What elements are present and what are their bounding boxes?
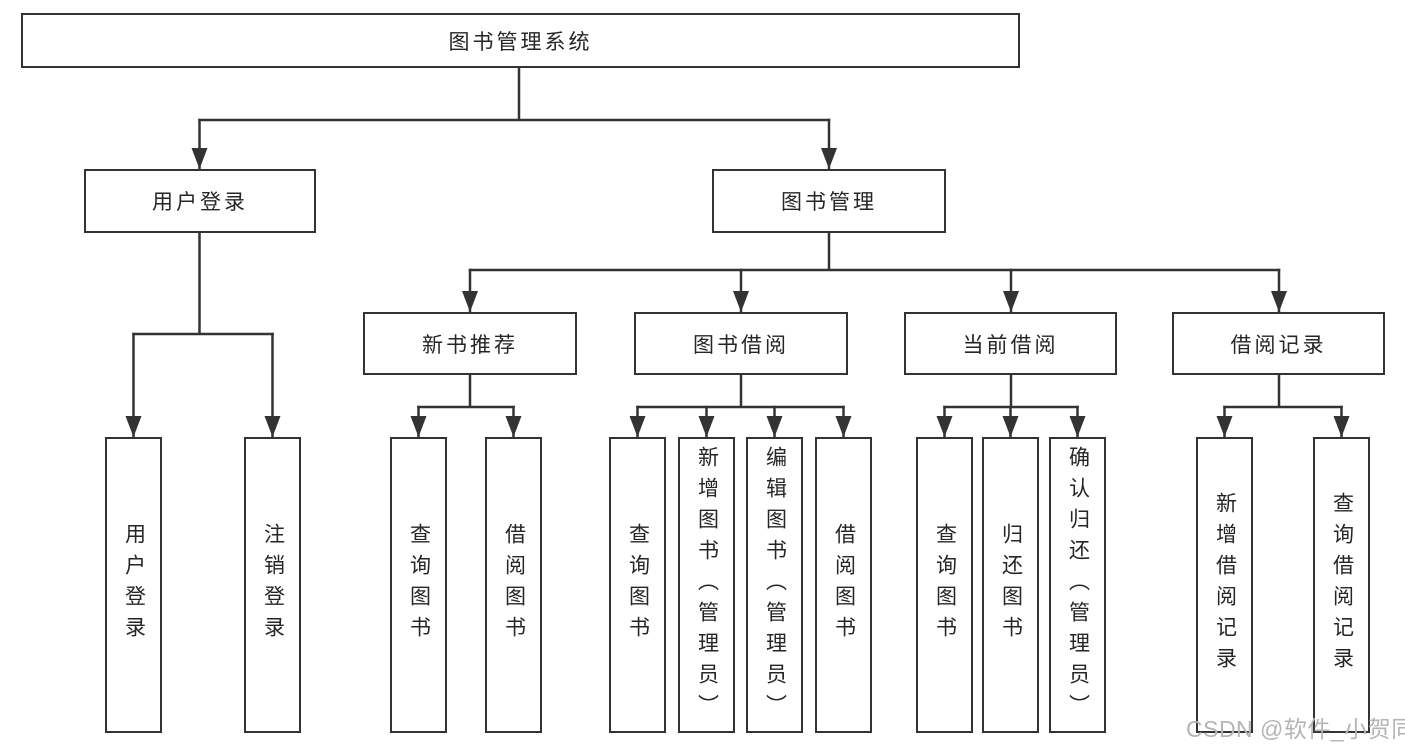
node-new-book-recommend: 新书推荐 xyxy=(363,312,577,375)
leaf-borrow-books: 借阅图书 xyxy=(815,437,872,733)
connector-new-book-children xyxy=(417,373,515,409)
leaf-query-books: 查询图书 xyxy=(609,437,666,733)
node-borrow-records: 借阅记录 xyxy=(1172,312,1385,375)
node-current-borrow: 当前借阅 xyxy=(904,312,1117,375)
node-book-management: 图书管理 xyxy=(712,169,946,233)
node-book-borrow: 图书借阅 xyxy=(634,312,848,375)
leaf-add-books-admin: 新增图书（管理员） xyxy=(678,437,735,733)
leaf-confirm-return-admin: 确认归还（管理员） xyxy=(1049,437,1106,733)
connector-borrow-records-children xyxy=(1223,373,1343,409)
leaf-edit-books-admin: 编辑图书（管理员） xyxy=(746,437,803,733)
node-user-login: 用户登录 xyxy=(84,169,316,233)
leaf-logout: 注销登录 xyxy=(244,437,301,733)
leaf-add-borrow-record: 新增借阅记录 xyxy=(1196,437,1253,733)
leaf-query-books: 查询图书 xyxy=(390,437,447,733)
leaf-query-books: 查询图书 xyxy=(916,437,973,733)
node-root-system: 图书管理系统 xyxy=(21,13,1020,68)
connector-user-login-children xyxy=(132,231,274,336)
csdn-watermark: CSDN @软件_小贺同学 xyxy=(1186,716,1405,742)
connector-book-management-children xyxy=(468,231,1281,272)
connector-book-borrow-children xyxy=(636,373,845,409)
leaf-query-borrow-record: 查询借阅记录 xyxy=(1313,437,1370,733)
leaf-borrow-books: 借阅图书 xyxy=(485,437,542,733)
leaf-user-login: 用户登录 xyxy=(105,437,162,733)
leaf-return-books: 归还图书 xyxy=(982,437,1039,733)
connector-current-borrow-children xyxy=(943,373,1079,409)
connector-root-to-level2 xyxy=(198,66,831,122)
